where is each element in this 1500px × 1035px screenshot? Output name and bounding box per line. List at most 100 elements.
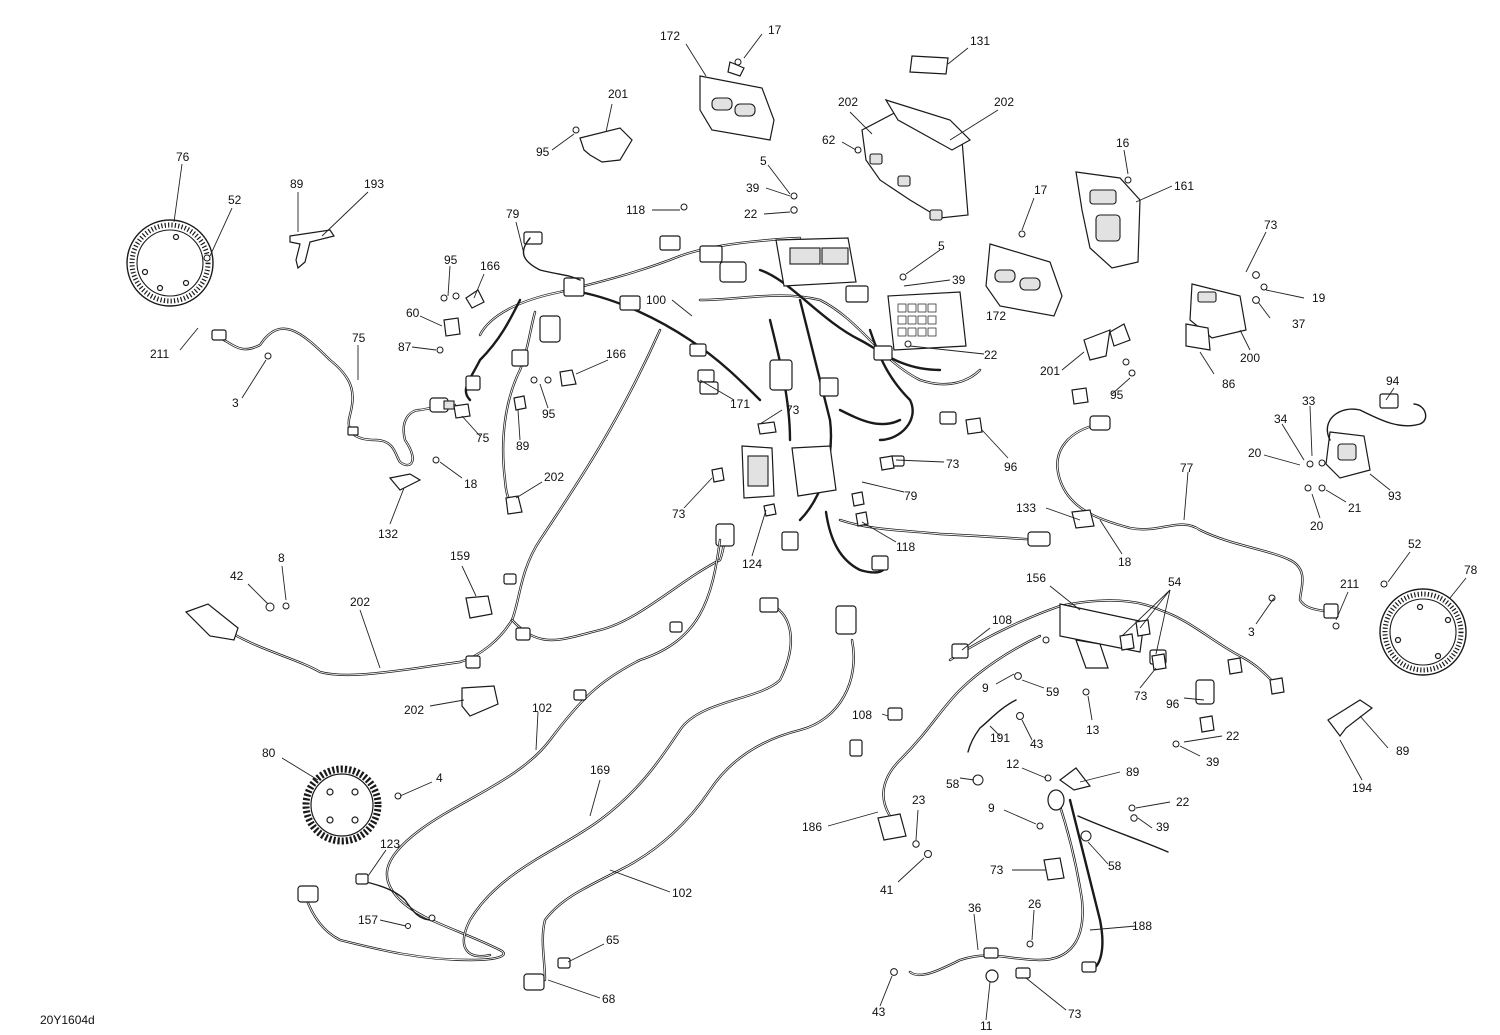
- callout-76: 76: [176, 150, 190, 164]
- module-200: [1185, 283, 1247, 351]
- callout-94: 94: [1386, 374, 1400, 388]
- callout-58: 58: [1108, 859, 1122, 873]
- callout-17: 17: [768, 23, 782, 37]
- callout-20: 20: [1248, 446, 1262, 460]
- callout-211: 211: [1340, 577, 1359, 591]
- callout-108: 108: [992, 613, 1012, 627]
- callout-161: 161: [1174, 179, 1194, 193]
- callout-96: 96: [1004, 460, 1018, 474]
- callout-78: 78: [1464, 563, 1478, 577]
- tone-ring-78: [1379, 588, 1467, 676]
- callout-22: 22: [1176, 795, 1190, 809]
- callout-5: 5: [760, 154, 767, 168]
- callout-68: 68: [602, 992, 616, 1006]
- callout-80: 80: [262, 746, 276, 760]
- callout-89: 89: [290, 177, 304, 191]
- harness-186: [849, 634, 1042, 841]
- callout-5: 5: [938, 239, 945, 253]
- callout-93: 93: [1388, 489, 1402, 503]
- callout-42: 42: [230, 569, 244, 583]
- callout-39: 39: [1156, 820, 1170, 834]
- main-harness: [464, 231, 982, 522]
- callout-118: 118: [896, 540, 915, 554]
- callout-13: 13: [1086, 723, 1100, 737]
- callout-43: 43: [1030, 737, 1044, 751]
- callout-8: 8: [278, 551, 285, 565]
- bracket-194: [1327, 699, 1374, 737]
- bracket-193: [289, 229, 335, 270]
- callout-65: 65: [606, 933, 620, 947]
- callout-201: 201: [1040, 364, 1060, 378]
- callout-52: 52: [228, 193, 242, 207]
- clamp-201-top: [579, 127, 633, 163]
- callout-200: 200: [1240, 351, 1260, 365]
- tone-ring-76: [126, 219, 214, 307]
- callout-124: 124: [742, 557, 762, 571]
- callout-3: 3: [1248, 625, 1255, 639]
- clips: [388, 289, 1285, 733]
- callout-118: 118: [626, 203, 645, 217]
- callout-191: 191: [990, 731, 1010, 745]
- callout-18: 18: [1118, 555, 1132, 569]
- harness-202-lower: [184, 328, 735, 677]
- cable-102-b: [523, 605, 857, 991]
- callout-73: 73: [1068, 1007, 1082, 1021]
- callout-11: 11: [980, 1019, 993, 1033]
- callout-87: 87: [398, 340, 412, 354]
- cable-169: [462, 597, 792, 958]
- callout-labels: 17 172 131 201 95 202 202 62 5 39 22 118…: [150, 23, 1478, 1033]
- callout-3: 3: [232, 396, 239, 410]
- callout-9: 9: [982, 681, 989, 695]
- callout-52: 52: [1408, 537, 1422, 551]
- callout-18: 18: [464, 477, 478, 491]
- callout-73: 73: [1134, 689, 1148, 703]
- callout-166: 166: [480, 259, 500, 273]
- callout-171: 171: [730, 397, 750, 411]
- callout-166: 166: [606, 347, 626, 361]
- callout-73: 73: [1264, 218, 1278, 232]
- callout-26: 26: [1028, 897, 1042, 911]
- callout-102: 102: [672, 886, 692, 900]
- callout-188: 188: [1132, 919, 1152, 933]
- callout-89: 89: [516, 439, 530, 453]
- callout-77: 77: [1180, 461, 1194, 475]
- clamp-73-lower: [1043, 857, 1065, 881]
- cover-202-top: [861, 98, 971, 221]
- callout-79: 79: [506, 207, 520, 221]
- callout-75: 75: [476, 431, 490, 445]
- label-131: [909, 55, 949, 75]
- callout-86: 86: [1222, 377, 1236, 391]
- callout-75: 75: [352, 331, 366, 345]
- callout-202: 202: [350, 595, 370, 609]
- cover-172-top: [699, 61, 775, 141]
- callout-43: 43: [872, 1005, 886, 1019]
- leader-lines: [173, 33, 1467, 1021]
- callout-22: 22: [1226, 729, 1240, 743]
- callout-20: 20: [1310, 519, 1324, 533]
- document-id: 20Y1604d: [40, 1013, 95, 1027]
- module-93: [1325, 393, 1427, 479]
- callout-100: 100: [646, 293, 666, 307]
- cover-172-right: [985, 243, 1063, 317]
- callout-54: 54: [1168, 575, 1182, 589]
- callout-22: 22: [984, 348, 998, 362]
- callout-79: 79: [904, 489, 918, 503]
- callout-131: 131: [970, 34, 990, 48]
- callout-159: 159: [450, 549, 470, 563]
- callout-21: 21: [1348, 501, 1362, 515]
- callout-58: 58: [946, 777, 960, 791]
- callout-102: 102: [532, 701, 552, 715]
- callout-19: 19: [1312, 291, 1326, 305]
- callout-193: 193: [364, 177, 384, 191]
- callout-23: 23: [912, 793, 926, 807]
- cable-118: [781, 510, 1051, 574]
- callout-4: 4: [436, 771, 443, 785]
- callout-172: 172: [986, 309, 1006, 323]
- callout-95: 95: [1110, 388, 1124, 402]
- callout-95: 95: [444, 253, 458, 267]
- callout-211: 211: [150, 347, 169, 361]
- sensor-123: [355, 873, 433, 921]
- callout-202: 202: [544, 470, 564, 484]
- fasteners: [203, 58, 1388, 976]
